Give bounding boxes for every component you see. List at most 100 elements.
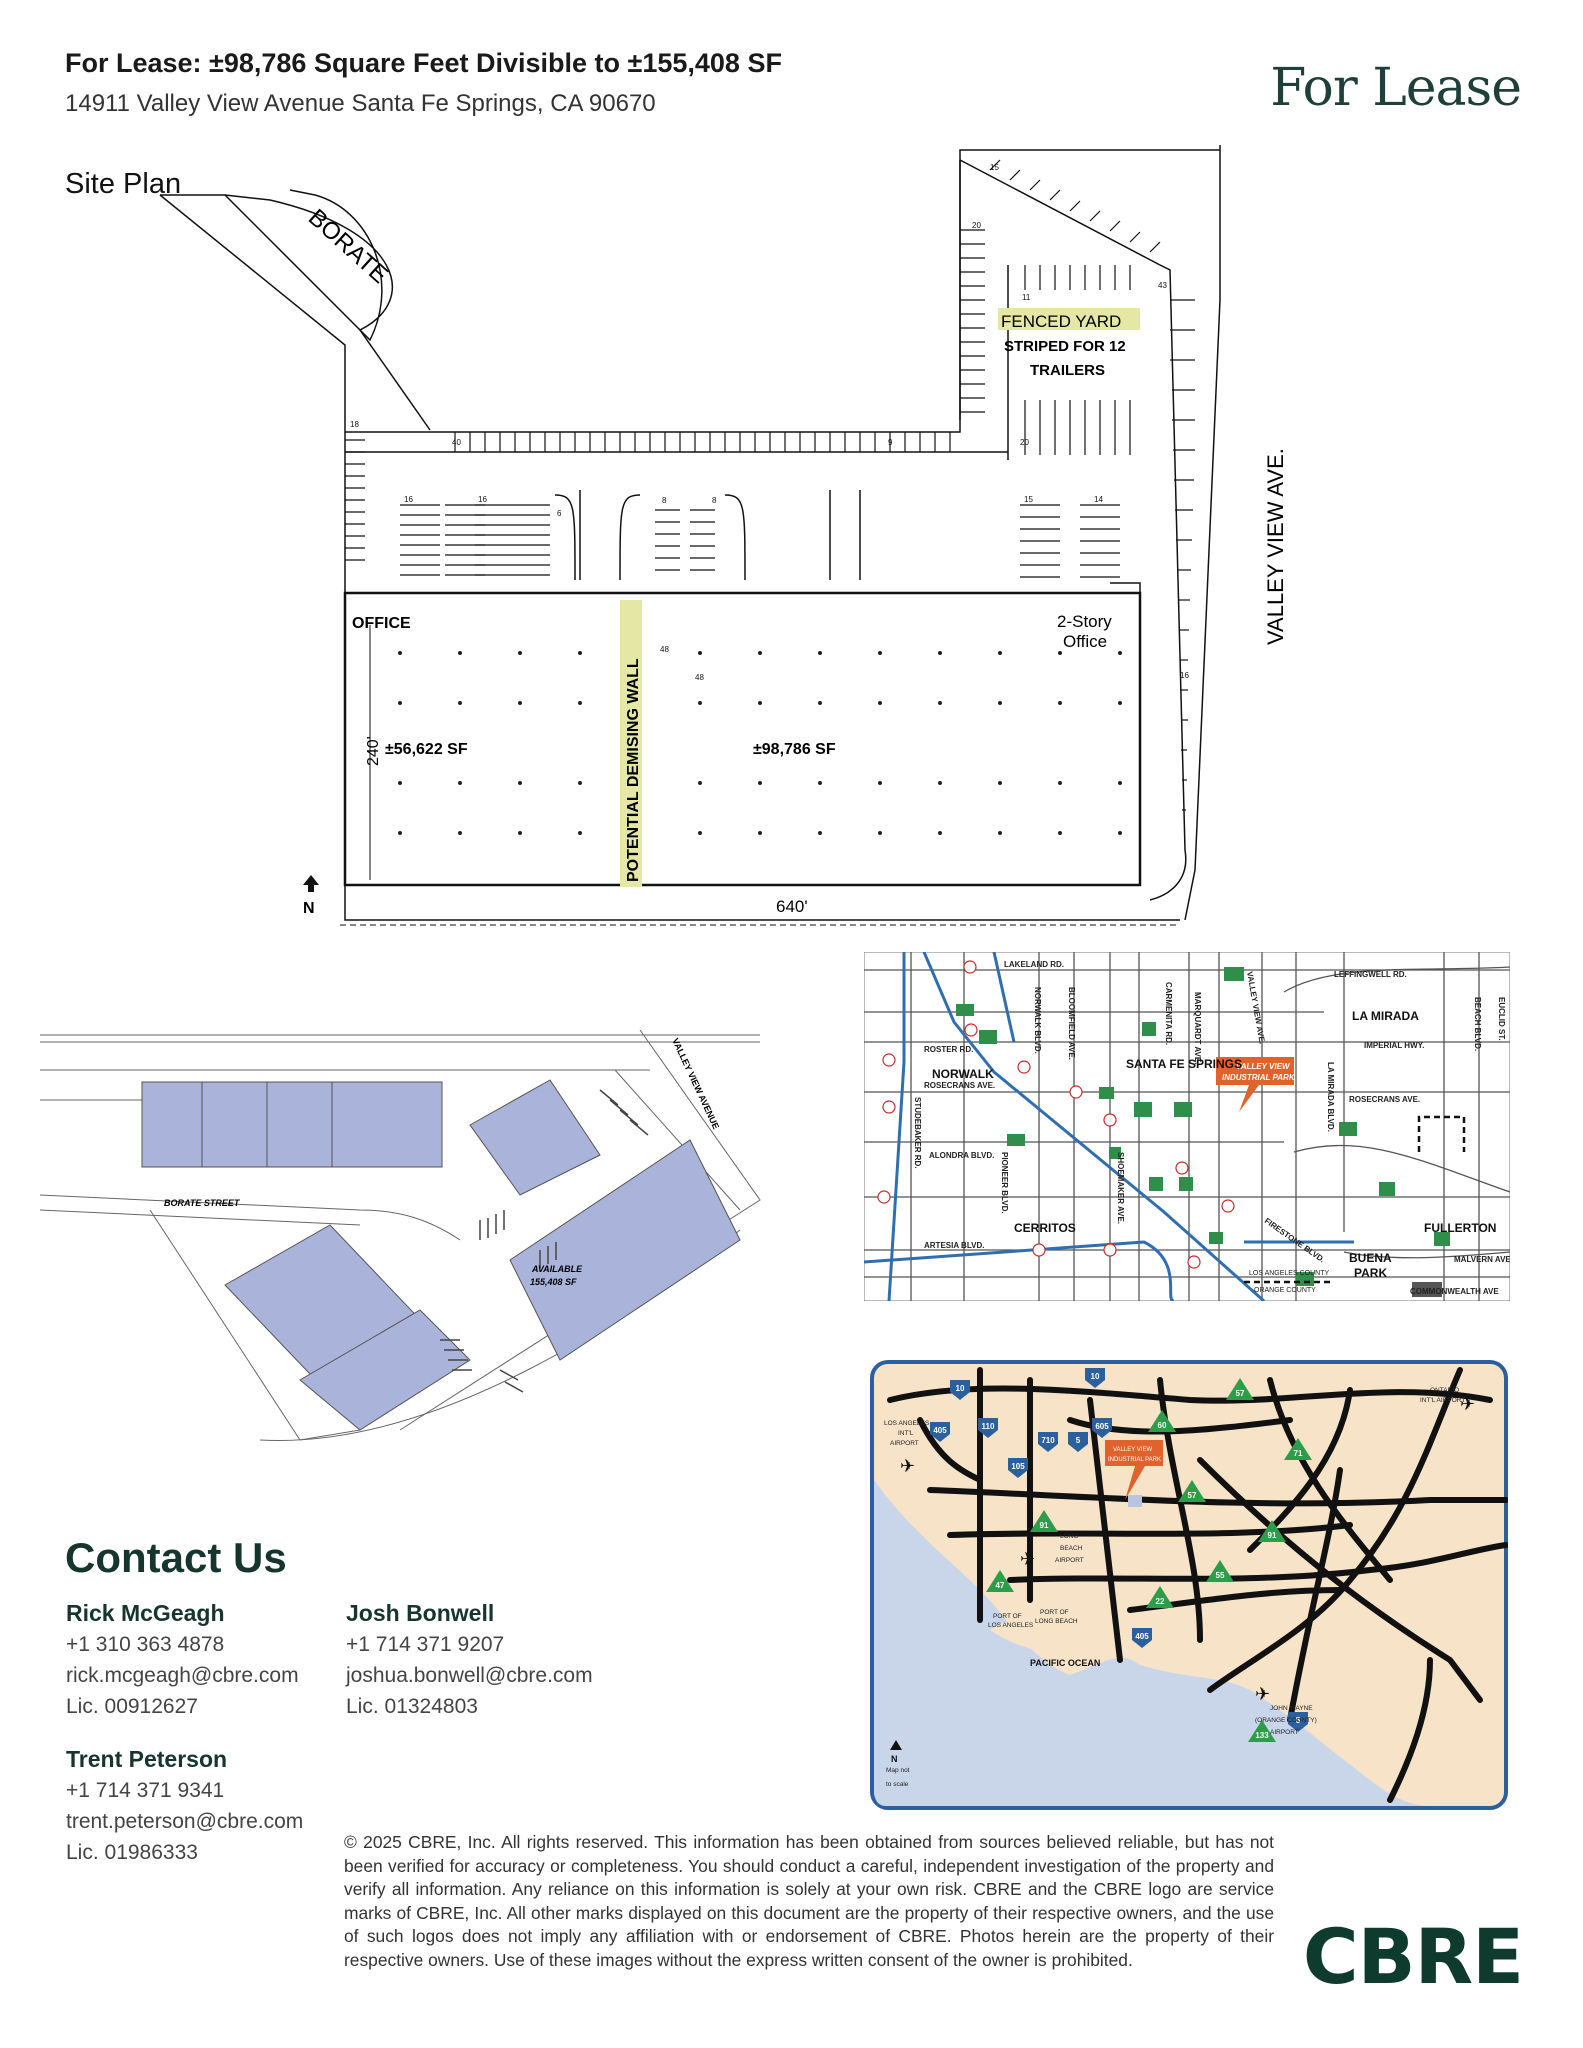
road-roster: ROSTER RD. (924, 1045, 973, 1054)
borate-street-label: BORATE (303, 204, 393, 289)
contact-license: Lic. 01986333 (66, 1841, 198, 1864)
svg-text:AIRPORT: AIRPORT (890, 1440, 919, 1447)
shield-sr57-n: 57 (1226, 1378, 1254, 1400)
svg-text:to scale: to scale (886, 1781, 909, 1788)
region-north-arrow-icon (890, 1740, 902, 1750)
contact-email[interactable]: joshua.bonwell@cbre.com (346, 1664, 593, 1687)
svg-text:BEACH: BEACH (1060, 1545, 1083, 1552)
contact-phone[interactable]: +1 310 363 4878 (66, 1633, 225, 1656)
svg-text:43: 43 (1158, 281, 1167, 290)
shield-i405-s: 405 (1132, 1628, 1152, 1648)
svg-text:40: 40 (452, 438, 461, 447)
svg-text:16: 16 (404, 495, 413, 504)
shield-i5-n: 5 (1068, 1432, 1088, 1452)
svg-text:INDUSTRIAL PARK: INDUSTRIAL PARK (1108, 1457, 1161, 1463)
road-studebaker: STUDEBAKER RD. (913, 1097, 922, 1169)
width-dimension: 640' (776, 897, 808, 916)
fenced-yard-label: FENCED YARD (1001, 312, 1121, 331)
svg-text:LOS ANGELES: LOS ANGELES (988, 1622, 1034, 1629)
svg-text:9: 9 (888, 438, 893, 447)
svg-text:PORT OF: PORT OF (1040, 1609, 1069, 1616)
svg-text:16: 16 (1180, 671, 1189, 680)
svg-text:57: 57 (1236, 1389, 1245, 1398)
legal-disclaimer: © 2025 CBRE, Inc. All rights reserved. T… (344, 1832, 1274, 1970)
regional-map: VALLEY VIEW INDUSTRIAL PARK 10 10 405 11… (870, 1360, 1508, 1810)
svg-text:10: 10 (956, 1384, 965, 1393)
shield-i405-n: 405 (930, 1422, 950, 1442)
svg-text:PORT OF: PORT OF (993, 1613, 1022, 1620)
area-west-label: ±56,622 SF (385, 741, 468, 758)
svg-text:LONG BEACH: LONG BEACH (1035, 1618, 1078, 1625)
city-fullerton: FULLERTON (1424, 1221, 1496, 1235)
shield-i110: 110 (978, 1418, 998, 1438)
svg-text:LOS ANGELES: LOS ANGELES (884, 1420, 930, 1427)
contact-name: Josh Bonwell (346, 1600, 495, 1626)
svg-text:91: 91 (1040, 1521, 1049, 1530)
cbre-logo: CBRE (1302, 1912, 1524, 2001)
shield-sr47: 47 (986, 1570, 1014, 1592)
city-norwalk: NORWALK (932, 1067, 994, 1081)
svg-text:110: 110 (982, 1422, 995, 1431)
fenced-yard-highlight (998, 308, 1140, 330)
shield-i10-w: 10 (950, 1380, 970, 1400)
borate-road-edge (224, 194, 431, 431)
office-label: OFFICE (352, 615, 411, 632)
svg-text:Map not: Map not (886, 1767, 910, 1774)
road-imperial: IMPERIAL HWY. (1364, 1041, 1424, 1050)
svg-text:ONTARIO: ONTARIO (1430, 1387, 1459, 1394)
road-artesia: ARTESIA BLVD. (924, 1241, 984, 1250)
road-rosecrans-w: ROSECRANS AVE. (924, 1081, 995, 1090)
contact-card: Rick McGeagh +1 310 363 4878 rick.mcgeag… (66, 1598, 299, 1722)
svg-text:8: 8 (712, 496, 717, 505)
plane-icon-john-wayne: ✈ (1255, 1684, 1270, 1704)
plane-icon-lax: ✈ (900, 1456, 915, 1476)
shield-sr60: 60 (1148, 1410, 1176, 1432)
svg-text:48: 48 (695, 673, 704, 682)
city-santa-fe-springs: SANTA FE SPRINGS (1126, 1057, 1242, 1071)
area-map-callout-box (1216, 1057, 1294, 1085)
property-address: 14911 Valley View Avenue Santa Fe Spring… (65, 90, 656, 117)
demising-wall-label: POTENTIAL DEMISING WALL (625, 658, 642, 882)
striped-label-1: STRIPED FOR 12 (1004, 338, 1126, 355)
contact-phone[interactable]: +1 714 371 9207 (346, 1633, 505, 1656)
svg-text:JOHN WAYNE: JOHN WAYNE (1270, 1705, 1313, 1712)
svg-text:11: 11 (1022, 293, 1031, 302)
shield-sr22: 22 (1146, 1586, 1174, 1608)
svg-text:AIRPORT: AIRPORT (1055, 1557, 1084, 1564)
road-malvern: MALVERN AVE (1454, 1255, 1510, 1264)
shield-i605: 605 (1092, 1418, 1112, 1438)
shield-sr71: 71 (1284, 1438, 1312, 1460)
contact-email[interactable]: trent.peterson@cbre.com (66, 1810, 304, 1833)
svg-text:5: 5 (1076, 1436, 1081, 1445)
area-map: VALLEY VIEW INDUSTRIAL PARK LAKELAND RD.… (864, 952, 1510, 1301)
city-buena: BUENA (1349, 1251, 1392, 1265)
north-label: N (303, 900, 315, 917)
road-lakeland: LAKELAND RD. (1004, 960, 1064, 969)
contact-phone[interactable]: +1 714 371 9341 (66, 1779, 225, 1802)
svg-text:INDUSTRIAL PARK: INDUSTRIAL PARK (1222, 1073, 1296, 1082)
svg-text:18: 18 (350, 420, 359, 429)
contact-name: Rick McGeagh (66, 1600, 225, 1626)
striped-label-2: TRAILERS (1030, 362, 1105, 379)
svg-text:22: 22 (1156, 1597, 1165, 1606)
road-commonwealth: COMMONWEALTH AVE (1410, 1287, 1499, 1296)
road-rosecrans-e: ROSECRANS AVE. (1349, 1095, 1420, 1104)
svg-text:71: 71 (1294, 1449, 1303, 1458)
svg-text:91: 91 (1268, 1531, 1277, 1540)
contact-heading: Contact Us (65, 1534, 287, 1581)
svg-text:47: 47 (996, 1581, 1005, 1590)
region-callout-box (1105, 1440, 1163, 1466)
contact-email[interactable]: rick.mcgeagh@cbre.com (66, 1664, 299, 1687)
svg-text:14: 14 (1094, 495, 1103, 504)
road-carmenita: CARMENITA RD. (1164, 982, 1173, 1045)
site-plan-drawing: BORATE VALLEY VIEW AVE. FENCED YARD STRI… (159, 145, 1288, 926)
svg-text:ORANGE COUNTY: ORANGE COUNTY (1254, 1287, 1316, 1294)
svg-text:15: 15 (990, 163, 999, 172)
svg-text:6: 6 (557, 509, 562, 518)
plane-icon-long-beach: ✈ (1020, 1549, 1035, 1569)
road-la-mirada: LA MIRADA BLVD. (1326, 1062, 1335, 1132)
shield-i5-s: 5 (1288, 1712, 1308, 1732)
contact-name: Trent Peterson (66, 1746, 228, 1772)
aerial-borate-label: BORATE STREET (164, 1198, 241, 1208)
for-lease-wordmark: For Lease (1270, 58, 1522, 118)
